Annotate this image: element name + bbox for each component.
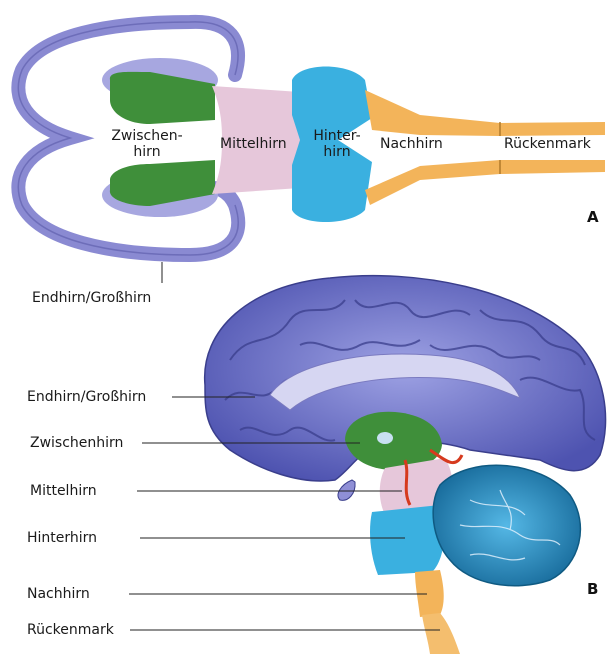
panel-a-schematic [18, 22, 605, 283]
label-b-nachhirn: Nachhirn [27, 586, 90, 602]
label-a-zwischenhirn: Zwischen- hirn [111, 128, 182, 160]
nachhirn-lower [365, 160, 605, 205]
rueckenmark-region [422, 613, 460, 654]
nachhirn-upper [365, 90, 605, 136]
cerebellum-shape [433, 465, 580, 585]
label-a-endhirn: Endhirn/Großhirn [32, 290, 151, 306]
label-a-rueckenmark: Rückenmark [504, 136, 591, 152]
label-a-mittelhirn: Mittelhirn [220, 136, 287, 152]
label-b-zwischenhirn: Zwischenhirn [30, 435, 123, 451]
label-a-nachhirn: Nachhirn [380, 136, 443, 152]
panel-a-marker: A [587, 208, 599, 226]
label-a-hinterhirn: Hinter- hirn [313, 128, 360, 160]
panel-b-marker: B [587, 580, 598, 598]
label-b-mittelhirn: Mittelhirn [30, 483, 97, 499]
label-a-hinterhirn-line2: hirn [313, 144, 360, 160]
label-b-rueckenmark: Rückenmark [27, 622, 114, 638]
label-a-hinterhirn-line1: Hinter- [313, 128, 360, 144]
label-b-endhirn: Endhirn/Großhirn [27, 389, 146, 405]
label-a-zwischenhirn-line2: hirn [111, 144, 182, 160]
label-a-zwischenhirn-line1: Zwischen- [111, 128, 182, 144]
panel-b-brain [129, 276, 606, 654]
label-b-hinterhirn: Hinterhirn [27, 530, 97, 546]
